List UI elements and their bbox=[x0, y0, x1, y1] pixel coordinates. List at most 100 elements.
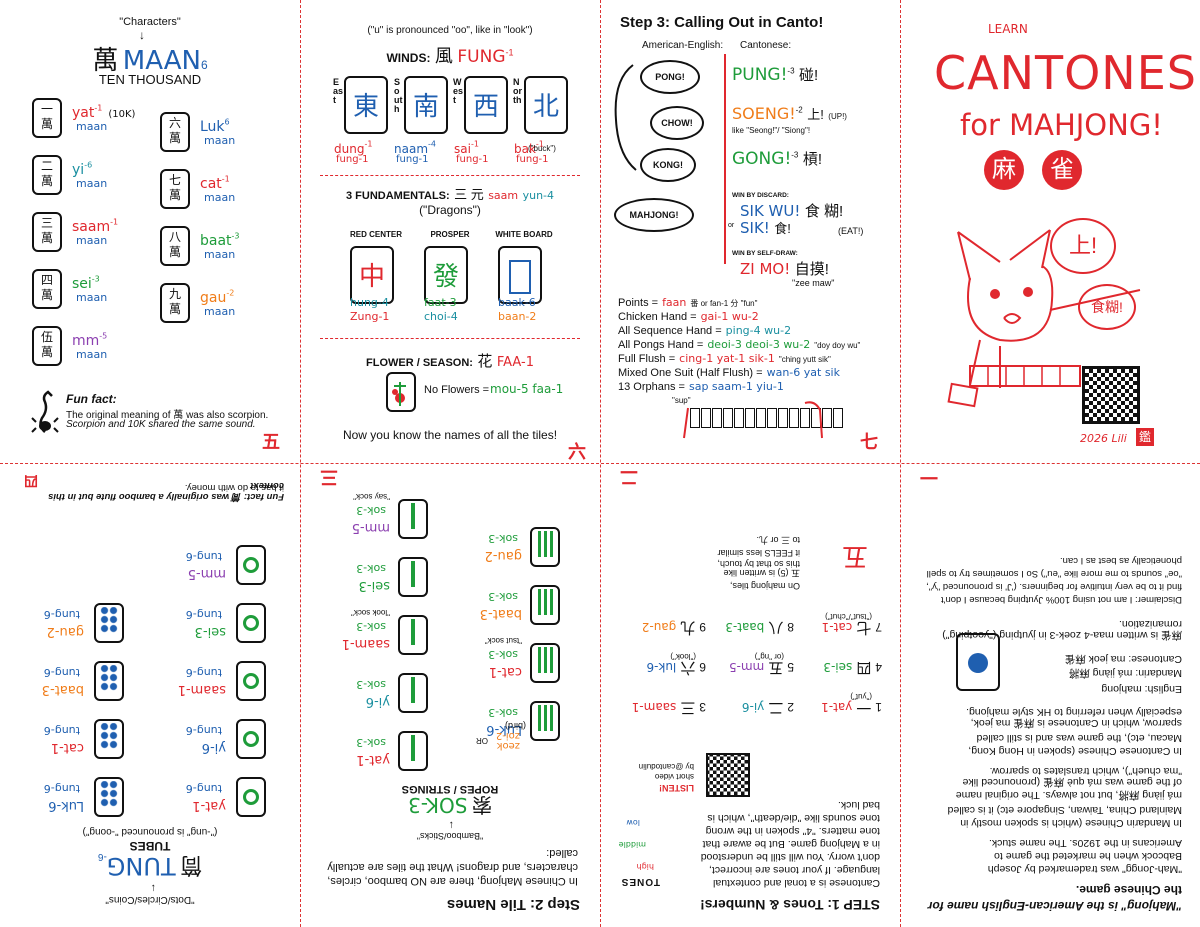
wind-tone: -1 bbox=[535, 139, 544, 149]
number-entry: 2二yi-6 bbox=[742, 698, 794, 719]
dragons-label: ("Dragons") bbox=[419, 203, 481, 217]
wind-syllable: naam bbox=[394, 142, 429, 156]
qr-code[interactable] bbox=[1082, 366, 1140, 424]
jyutping-tone: -1 bbox=[94, 103, 103, 113]
maan-line: maan bbox=[204, 248, 236, 261]
qr-code[interactable] bbox=[706, 753, 750, 797]
body-line: Babcock when he marketed the game to bbox=[994, 850, 1182, 862]
disclaimer-line: find it to be very intuitive for beginne… bbox=[926, 581, 1182, 592]
jyutping-syllable: saam bbox=[72, 219, 111, 235]
body-line: In Cantonese Chinese (spoken in Hong Kon… bbox=[968, 745, 1182, 757]
jeuk-badge: 雀 bbox=[1042, 150, 1082, 190]
term-extra: "doy doy wu" bbox=[814, 341, 861, 350]
body-line: "ma chueh"), which translates to sparrow… bbox=[989, 765, 1182, 777]
no-flowers-label: No Flowers = bbox=[424, 384, 490, 396]
tile-note: (10K) bbox=[108, 109, 136, 120]
wind-fung: fung-1 bbox=[516, 154, 549, 165]
rope-sok: sok-3 bbox=[488, 648, 518, 661]
mini-tile bbox=[712, 408, 722, 428]
tube-jyutping: baat-3 bbox=[41, 682, 84, 697]
number-digit: 4 bbox=[875, 660, 882, 674]
tile-wan: 萬 bbox=[40, 345, 53, 359]
term-jyutping: cing-1 yat-1 sik-1 bbox=[679, 352, 775, 365]
tones-label: TONES bbox=[620, 876, 660, 887]
dragon-label: PROSPER bbox=[430, 230, 470, 239]
mini-tile bbox=[690, 408, 700, 428]
tube-tung: tung-6 bbox=[185, 666, 222, 679]
tile-numeral: 四 bbox=[40, 273, 53, 287]
tile-row bbox=[690, 408, 843, 428]
rope-tile bbox=[398, 557, 428, 597]
rope-stick bbox=[411, 561, 415, 587]
body-line: Americans in the 1920s. The name stuck. bbox=[989, 837, 1182, 849]
intro-line: tone matters. "4" spoken in the wrong bbox=[705, 825, 880, 837]
rope-sok: sok-3 bbox=[356, 678, 386, 691]
rope-jyutping: mm-5 bbox=[351, 520, 390, 535]
tile-numeral: 二 bbox=[40, 159, 53, 173]
tube-tile bbox=[94, 719, 124, 759]
tube-jyutping: yat-1 bbox=[192, 798, 226, 813]
zi-mo-call: ZI MO! 自摸! bbox=[740, 260, 829, 278]
jyutping-line: 麻雀 is written maa-4 zoek-3 in jyutping (… bbox=[942, 629, 1182, 641]
number-entry: 1一yat-1 bbox=[821, 698, 882, 719]
rope-stick bbox=[411, 677, 415, 703]
tile-jyutping: yi-6 bbox=[72, 159, 92, 178]
tube-tile bbox=[236, 777, 266, 817]
wind-syllable: sai bbox=[454, 142, 471, 156]
term-extra: 番 or fan-1 分 "fun" bbox=[690, 299, 758, 308]
sup-note: "sup" bbox=[672, 396, 691, 405]
panel-calling-out: Step 3: Calling Out in Canto! American-E… bbox=[600, 0, 900, 463]
character-tile: 八萬 bbox=[160, 226, 190, 266]
learn-label: LEARN bbox=[988, 22, 1028, 36]
five-note-line: this so that by touch, bbox=[717, 559, 800, 569]
wind-char: 東 bbox=[352, 91, 379, 121]
tube-dot bbox=[243, 731, 259, 747]
number-digit: 9 bbox=[699, 620, 706, 634]
wind-tone: -4 bbox=[428, 139, 436, 149]
tile-wan: 萬 bbox=[168, 302, 181, 316]
body-line: Macau, etc), the game was and is still c… bbox=[976, 732, 1182, 744]
number-note: ("look") bbox=[670, 652, 696, 661]
jyutping-syllable: gau bbox=[200, 290, 227, 306]
gong-call: GONG!-3 槓! bbox=[732, 149, 823, 169]
rope-tile bbox=[398, 673, 428, 713]
jyutping-syllable: mm bbox=[72, 333, 100, 349]
character-tile: 一萬 bbox=[32, 98, 62, 138]
tube-tile bbox=[94, 661, 124, 701]
tube-tung: tung-6 bbox=[43, 666, 80, 679]
dragon-label: RED CENTER bbox=[349, 230, 402, 239]
tile-wan: 萬 bbox=[40, 288, 53, 302]
fun-fact-line-1: The original meaning of 萬 was also scorp… bbox=[66, 410, 269, 421]
tube-jyutping: yi-6 bbox=[201, 740, 226, 755]
rope-sok: sok-3 bbox=[488, 590, 518, 603]
wind-jyutping: dung-1 bbox=[334, 138, 372, 157]
rope-jyutping: yat-1 bbox=[356, 752, 390, 767]
tube-dots bbox=[100, 781, 118, 807]
tube-jyutping: gau-2 bbox=[46, 624, 84, 639]
dir-east: East bbox=[333, 77, 344, 105]
tile-jyutping: baat-3 bbox=[200, 230, 240, 249]
jyutping-tone: 6 bbox=[224, 117, 230, 127]
mini-tile bbox=[734, 408, 744, 428]
jyutping-syllable: Luk bbox=[200, 119, 225, 135]
white-board-frame bbox=[509, 260, 531, 294]
wind-char: 南 bbox=[412, 91, 439, 121]
term-english: All Pongs Hand = bbox=[618, 339, 704, 351]
page-number: 七 bbox=[860, 432, 878, 452]
step1-title: STEP 1: Tones & Numbers! bbox=[700, 897, 880, 913]
wind-fung: fung-1 bbox=[336, 154, 369, 165]
number-jyutping: yi-6 bbox=[741, 700, 765, 714]
term-extra: "ching yutt sik" bbox=[778, 355, 831, 364]
intro-line: bad luck. bbox=[837, 799, 880, 811]
number-digit: 3 bbox=[699, 700, 706, 714]
wan-heading: 萬 MAAN6 bbox=[0, 40, 300, 77]
number-char: 五 bbox=[768, 659, 784, 676]
character-tile: 四萬 bbox=[32, 269, 62, 309]
jyutping-tone: -3 bbox=[231, 231, 240, 241]
intro-line: tone sounds like "die/death", which is bbox=[707, 812, 880, 824]
body-line: má jiàng 麻將, but not always. The origina… bbox=[955, 789, 1182, 801]
flower-heading: FLOWER / SEASON: 花 FAA-1 bbox=[366, 353, 534, 370]
for-mahjong-title: for MAHJONG! bbox=[960, 108, 1163, 142]
panel-winds-dragons: ("u" is pronounced "oo", like in "look")… bbox=[300, 0, 600, 463]
